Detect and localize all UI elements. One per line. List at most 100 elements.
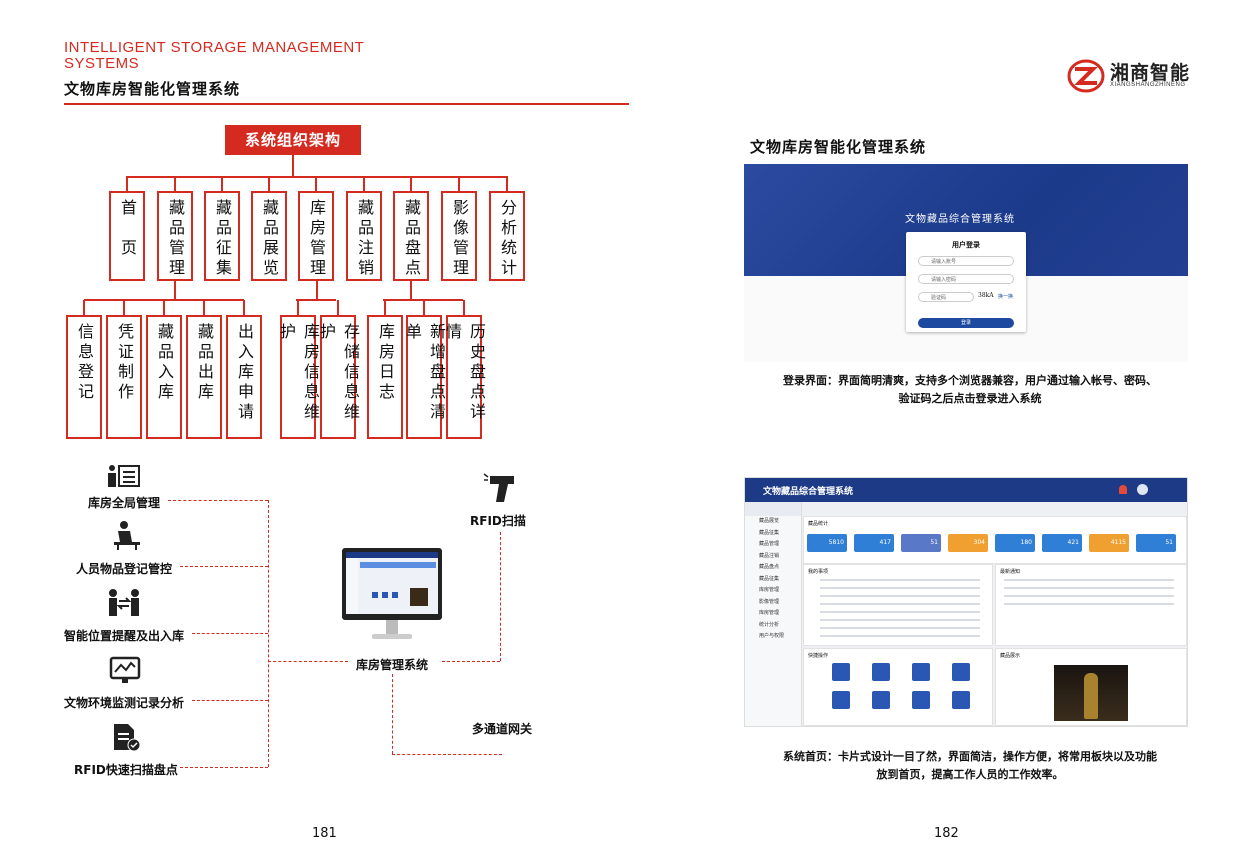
sidebar-item[interactable]: 藏品盘点	[759, 564, 780, 570]
sidebar-item[interactable]: 藏品注销	[759, 552, 780, 559]
quick-action-button[interactable]	[832, 663, 850, 681]
todo-row[interactable]	[820, 595, 980, 597]
todo-row[interactable]	[820, 603, 980, 605]
artifact-image	[1054, 665, 1128, 721]
avatar[interactable]	[1137, 484, 1148, 495]
logo-mark-icon	[1067, 59, 1105, 93]
todo-panel: 我的事项	[803, 564, 993, 646]
bell-icon[interactable]	[1119, 485, 1127, 494]
sidebar-item[interactable]: 藏品征集	[759, 529, 780, 536]
org-node-sub: 存储信息维护	[317, 315, 360, 439]
stat-card-value: 51	[930, 539, 938, 546]
sidebar-item[interactable]: 统计分析	[759, 621, 780, 628]
computer-illustration	[342, 548, 442, 648]
connector	[337, 300, 339, 316]
login-card-title: 用户登录	[952, 241, 980, 249]
brand-logo: 湘商智能 XIANGSHANGZHINENG	[1066, 56, 1206, 96]
sidebar-item[interactable]: 库房管理	[759, 587, 780, 593]
sidebar-item[interactable]: 藏品管理	[759, 541, 780, 547]
notice-row[interactable]	[1004, 603, 1174, 605]
center-system-label: 库房管理系统	[356, 658, 429, 672]
stat-card[interactable]: 5810	[807, 534, 847, 552]
sidebar-item[interactable]: 用户与权限	[759, 633, 785, 639]
org-node-top: 分析统计	[489, 191, 525, 281]
dashboard-caption: 系统首页：卡片式设计一目了然，界面简洁，操作方便，将常用板块以及功能 放到首页，…	[760, 748, 1180, 784]
org-node-top: 影像管理	[441, 191, 477, 281]
connector	[123, 300, 125, 316]
org-node-label: 存储信息维护	[317, 323, 360, 423]
connector	[410, 280, 412, 300]
rfid-scanner-icon	[482, 470, 522, 504]
org-node-sub: 历史盘点详情	[443, 315, 486, 439]
stat-card[interactable]: 180	[995, 534, 1035, 552]
stat-card[interactable]: 4115	[1089, 534, 1129, 552]
todo-title: 我的事项	[808, 569, 829, 575]
quick-action-button[interactable]	[912, 691, 930, 709]
image-panel: 藏品展示	[995, 648, 1187, 726]
notice-title: 最新通知	[1000, 569, 1021, 575]
org-node-label: 信息登记	[75, 323, 94, 403]
header-divider	[64, 103, 629, 105]
feature-label: 文物环境监测记录分析	[64, 696, 185, 710]
stat-card-value: 5810	[828, 539, 844, 546]
sidebar-header	[745, 502, 801, 516]
stats-title: 藏品统计	[808, 521, 829, 527]
stat-card-value: 421	[1067, 539, 1079, 546]
people-exchange-icon	[106, 588, 142, 618]
org-node-label: 藏品出库	[195, 323, 214, 403]
connector	[463, 300, 465, 316]
org-node-label: 藏品注销	[355, 199, 374, 279]
sidebar-item[interactable]: 库房管理	[759, 610, 780, 616]
stat-card-value: 180	[1020, 539, 1032, 546]
notice-row[interactable]	[1004, 595, 1174, 597]
captcha-refresh-link[interactable]: 换一换	[998, 294, 1014, 300]
feature-label: RFID快速扫描盘点	[74, 763, 178, 777]
stat-card[interactable]: 417	[854, 534, 894, 552]
feature-label: 智能位置提醒及出入库	[64, 629, 185, 643]
org-node-label: 分析统计	[498, 199, 517, 279]
password-input[interactable]: 请输入密码	[918, 274, 1014, 284]
connector	[423, 300, 425, 316]
org-node-label: 历史盘点详情	[443, 323, 486, 423]
sidebar-item[interactable]: 藏品征集	[759, 575, 780, 582]
connector	[163, 300, 165, 316]
header-chinese: 文物库房智能化管理系统	[64, 80, 241, 98]
todo-row[interactable]	[820, 635, 980, 637]
quick-action-button[interactable]	[952, 691, 970, 709]
page-number-left: 181	[312, 826, 337, 841]
header-english: INTELLIGENT STORAGE MANAGEMENT SYSTEMS	[64, 39, 365, 72]
feature-label: 库房全局管理	[88, 496, 161, 510]
notice-panel: 最新通知	[995, 564, 1187, 646]
todo-row[interactable]	[820, 579, 980, 581]
captcha-input[interactable]: 验证码	[918, 292, 974, 302]
sidebar-item[interactable]: 藏品展览	[759, 518, 780, 524]
dashed-connector	[180, 566, 268, 567]
notice-row[interactable]	[1004, 587, 1174, 589]
stat-card[interactable]: 304	[948, 534, 988, 552]
stat-card[interactable]: 421	[1042, 534, 1082, 552]
quick-action-button[interactable]	[912, 663, 930, 681]
todo-row[interactable]	[820, 587, 980, 589]
dashed-connector	[268, 500, 269, 767]
org-node-top: 库房管理	[298, 191, 334, 281]
todo-row[interactable]	[820, 619, 980, 621]
dashed-connector	[180, 767, 268, 768]
notice-row[interactable]	[1004, 579, 1174, 581]
account-input[interactable]: 请输入账号	[918, 256, 1014, 266]
quick-action-button[interactable]	[832, 691, 850, 709]
org-node-top: 藏品管理	[157, 191, 193, 281]
storage-overview-icon	[106, 462, 142, 492]
quick-action-button[interactable]	[872, 691, 890, 709]
stat-card[interactable]: 51	[1136, 534, 1176, 552]
sidebar-item[interactable]: 影像管理	[759, 598, 780, 605]
gateway-label: 多通道网关	[472, 722, 533, 736]
quick-action-button[interactable]	[952, 663, 970, 681]
quick-action-button[interactable]	[872, 663, 890, 681]
stat-card[interactable]: 51	[901, 534, 941, 552]
todo-row[interactable]	[820, 627, 980, 629]
login-button[interactable]: 登录	[918, 318, 1014, 328]
org-node-sub: 库房信息维护	[277, 315, 320, 439]
connector	[506, 176, 508, 192]
login-card: 用户登录 请输入账号 请输入密码 验证码 38kA 换一换 登录	[906, 232, 1026, 332]
todo-row[interactable]	[820, 611, 980, 613]
